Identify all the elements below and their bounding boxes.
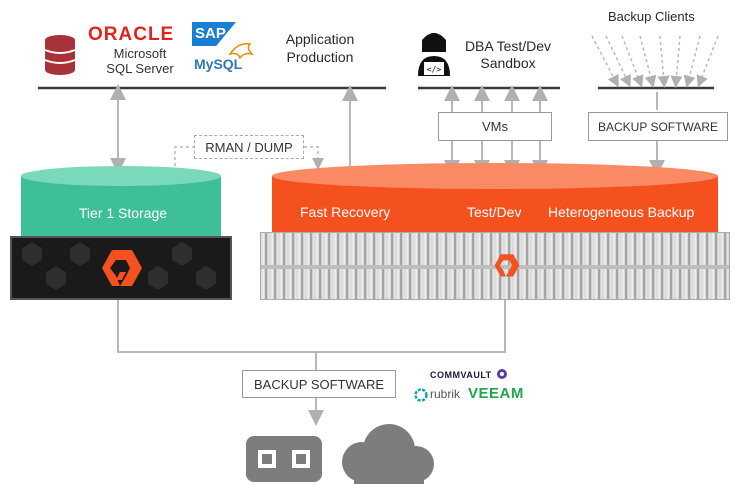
test-dev-label: Test/Dev	[467, 204, 522, 220]
heterogeneous-backup-label: Heterogeneous Backup	[548, 204, 695, 220]
dba-label: DBA Test/Dev Sandbox	[458, 38, 558, 72]
pure-storage-small-logo-icon	[494, 254, 520, 277]
tape-reel-left	[258, 450, 276, 468]
backup-software-bottom-box: BACKUP SOFTWARE	[242, 370, 396, 398]
sql-server-label: Microsoft SQL Server	[100, 46, 180, 76]
backup-software-top-box: BACKUP SOFTWARE	[588, 112, 728, 141]
cloud-icon	[342, 424, 434, 484]
database-icon	[44, 35, 76, 75]
commvault-icon	[497, 369, 507, 379]
backup-clients-label: Backup Clients	[608, 9, 695, 24]
rubrik-icon	[414, 388, 428, 402]
fast-recovery-label: Fast Recovery	[300, 204, 391, 220]
dba-user-icon: </>	[418, 33, 450, 76]
application-line1: Application	[285, 31, 355, 47]
mysql-logo: MySQL	[194, 56, 243, 72]
sql-server-line1: Microsoft	[113, 46, 167, 61]
tape-reel-right	[292, 450, 310, 468]
tape-icon	[246, 436, 322, 482]
flashblade-chassis	[260, 232, 730, 300]
hex-pattern	[22, 242, 216, 290]
dba-line1: DBA Test/Dev	[464, 38, 552, 54]
flashblade-cylinder	[272, 163, 718, 238]
svg-text:</>: </>	[427, 65, 442, 74]
tier1-label: Tier 1 Storage	[78, 205, 168, 221]
commvault-logo: COMMVAULT	[430, 370, 492, 380]
pure-storage-logo-icon	[102, 250, 142, 286]
dolphin-icon	[228, 42, 254, 60]
rubrik-logo: rubrik	[430, 387, 461, 401]
oracle-logo: ORACLE	[88, 24, 175, 45]
dba-line2: Sandbox	[480, 55, 536, 71]
sql-server-line2: SQL Server	[106, 61, 174, 76]
tier1-storage-cylinder	[21, 166, 221, 238]
chassis-divider	[261, 265, 729, 269]
vms-box: VMs	[438, 112, 552, 141]
rman-dump-box: RMAN / DUMP	[194, 135, 304, 159]
application-production-label: Application Production	[270, 30, 370, 66]
veeam-logo: VEEAM	[468, 385, 524, 402]
flasharray-chassis	[10, 236, 232, 300]
application-line2: Production	[286, 49, 354, 65]
